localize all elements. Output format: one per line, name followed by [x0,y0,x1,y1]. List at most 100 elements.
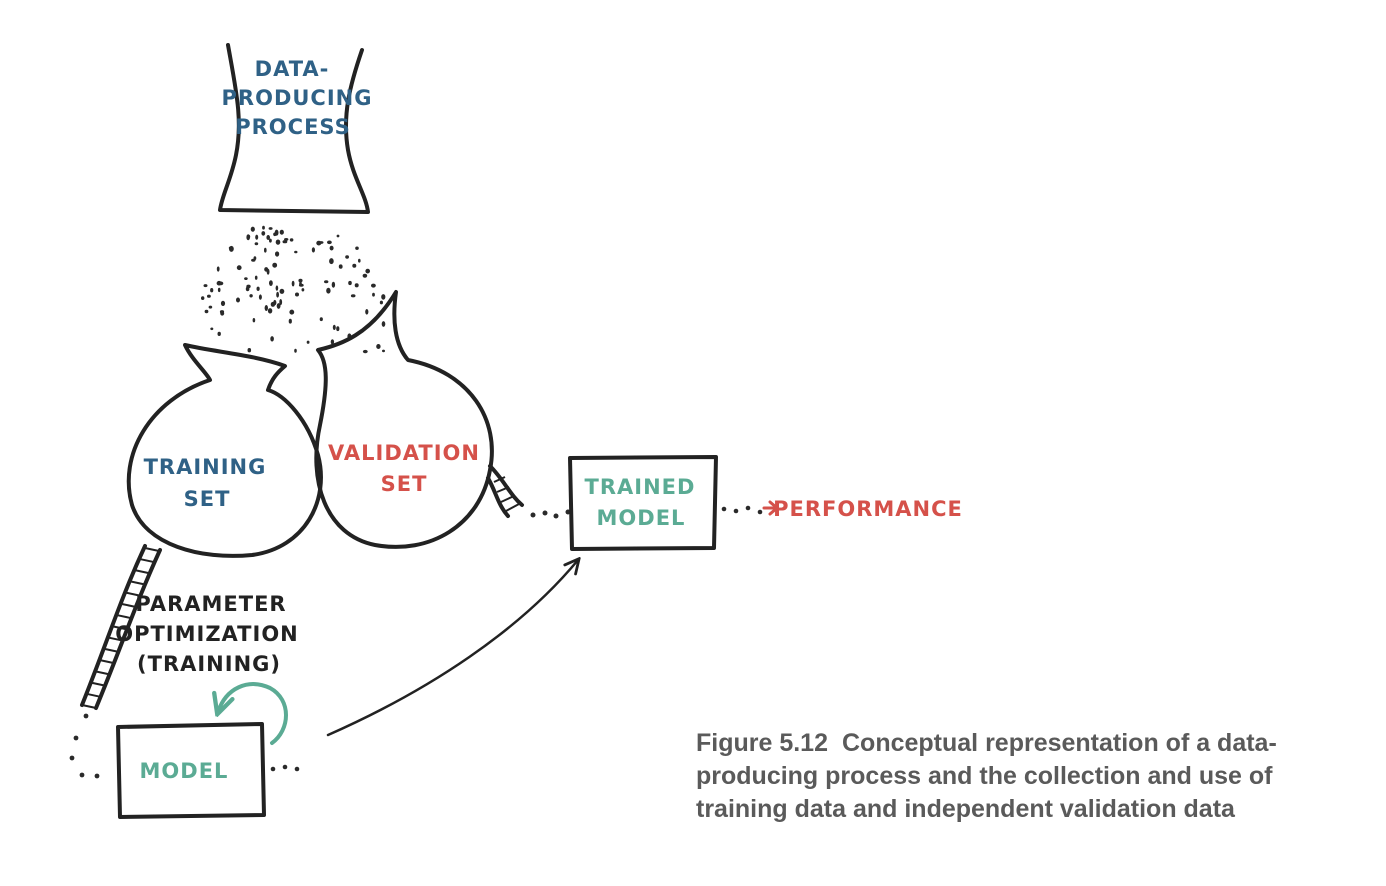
data-point [236,297,240,303]
data-point [253,256,257,261]
data-point [270,336,274,342]
data-point [256,286,260,291]
data-point [301,288,305,292]
data-point [326,287,331,294]
data-point [365,268,371,274]
figure-number: Figure 5.12 [696,729,828,757]
data-point [216,266,220,272]
data-point [220,300,226,306]
data-point [358,258,361,263]
data-point [291,280,295,287]
data-point [332,324,336,330]
data-point [268,227,273,230]
data-point [228,246,232,250]
hose-rung [112,625,129,631]
hose-rung [144,547,160,552]
hose-rung [90,681,106,687]
hose-rung [94,670,111,676]
hose-rung [121,603,138,609]
optimization-label-line1: PARAMETER [135,592,286,616]
data-point [274,229,279,236]
trained-model-label-line1: TRAINED [585,475,696,499]
hose-rung [117,614,133,620]
hose-rung [103,647,120,653]
data-point [254,275,258,280]
data-point [279,288,285,294]
data-point [354,283,359,288]
data-point [254,242,259,246]
caption-text: Conceptual representation of a data-prod… [696,729,1277,823]
training-data-hose [80,544,162,710]
data-point [270,301,276,307]
data-point [330,339,335,345]
data-point [266,235,271,240]
optimization-label-line2: OPTIMIZATION [115,622,299,646]
trained-model-box: TRAINED MODEL [568,455,718,551]
data-point [336,234,340,238]
data-point [250,226,255,232]
data-point [372,292,375,297]
data-point [350,294,356,298]
data-point [279,299,283,306]
data-point [262,225,265,230]
data-point [218,281,224,286]
validation-set-label-line1: VALIDATION [328,441,480,465]
data-point [376,344,381,349]
data-point [306,340,310,344]
data-point [319,317,323,322]
data-point [264,305,268,311]
data-point [381,321,386,327]
validation-data-hose [486,464,524,518]
data-point [329,258,334,265]
model-box: MODEL [116,722,266,819]
hose-rung [126,591,142,597]
hose-rung [108,636,124,642]
source-label-line1: DATA- [255,57,330,81]
data-point [348,280,352,286]
data-point [379,300,383,305]
hose-rung [85,692,102,698]
data-point [279,229,284,235]
data-point [331,281,336,288]
hose-rung [135,569,151,575]
model-output-dots [270,764,300,772]
data-point [284,238,289,241]
data-point [264,267,269,272]
data-point [345,255,349,259]
performance-flow-dots [721,505,763,515]
data-point [267,308,273,314]
hose-rung [99,659,115,665]
data-point [381,294,386,300]
data-point [294,348,297,353]
data-point [252,318,256,323]
data-point [276,291,279,298]
data-point [247,234,251,239]
data-point [255,234,259,240]
data-point [355,246,359,250]
training-set-label-line1: TRAINING [144,455,267,479]
data-point [272,262,278,268]
data-point [249,294,253,298]
data-point [311,247,315,253]
training-set-bag: TRAINING SET [126,343,323,558]
data-point [294,250,298,254]
data-point [207,294,211,298]
data-point [269,280,273,286]
data-point [352,263,357,268]
training-loop-arrow [218,682,288,745]
data-point [275,285,279,291]
data-point [269,238,272,243]
hose-rung [81,704,97,709]
validation-set-label-line2: SET [381,472,428,496]
model-to-trained-arrow [326,560,578,737]
data-point [219,310,225,314]
data-point [282,240,288,244]
data-point [203,284,208,288]
data-point [204,309,209,314]
data-point [208,305,213,309]
data-point [365,309,369,315]
data-point [362,273,368,278]
source-label-line2: PRODUCING [222,86,373,110]
data-point [258,294,262,300]
